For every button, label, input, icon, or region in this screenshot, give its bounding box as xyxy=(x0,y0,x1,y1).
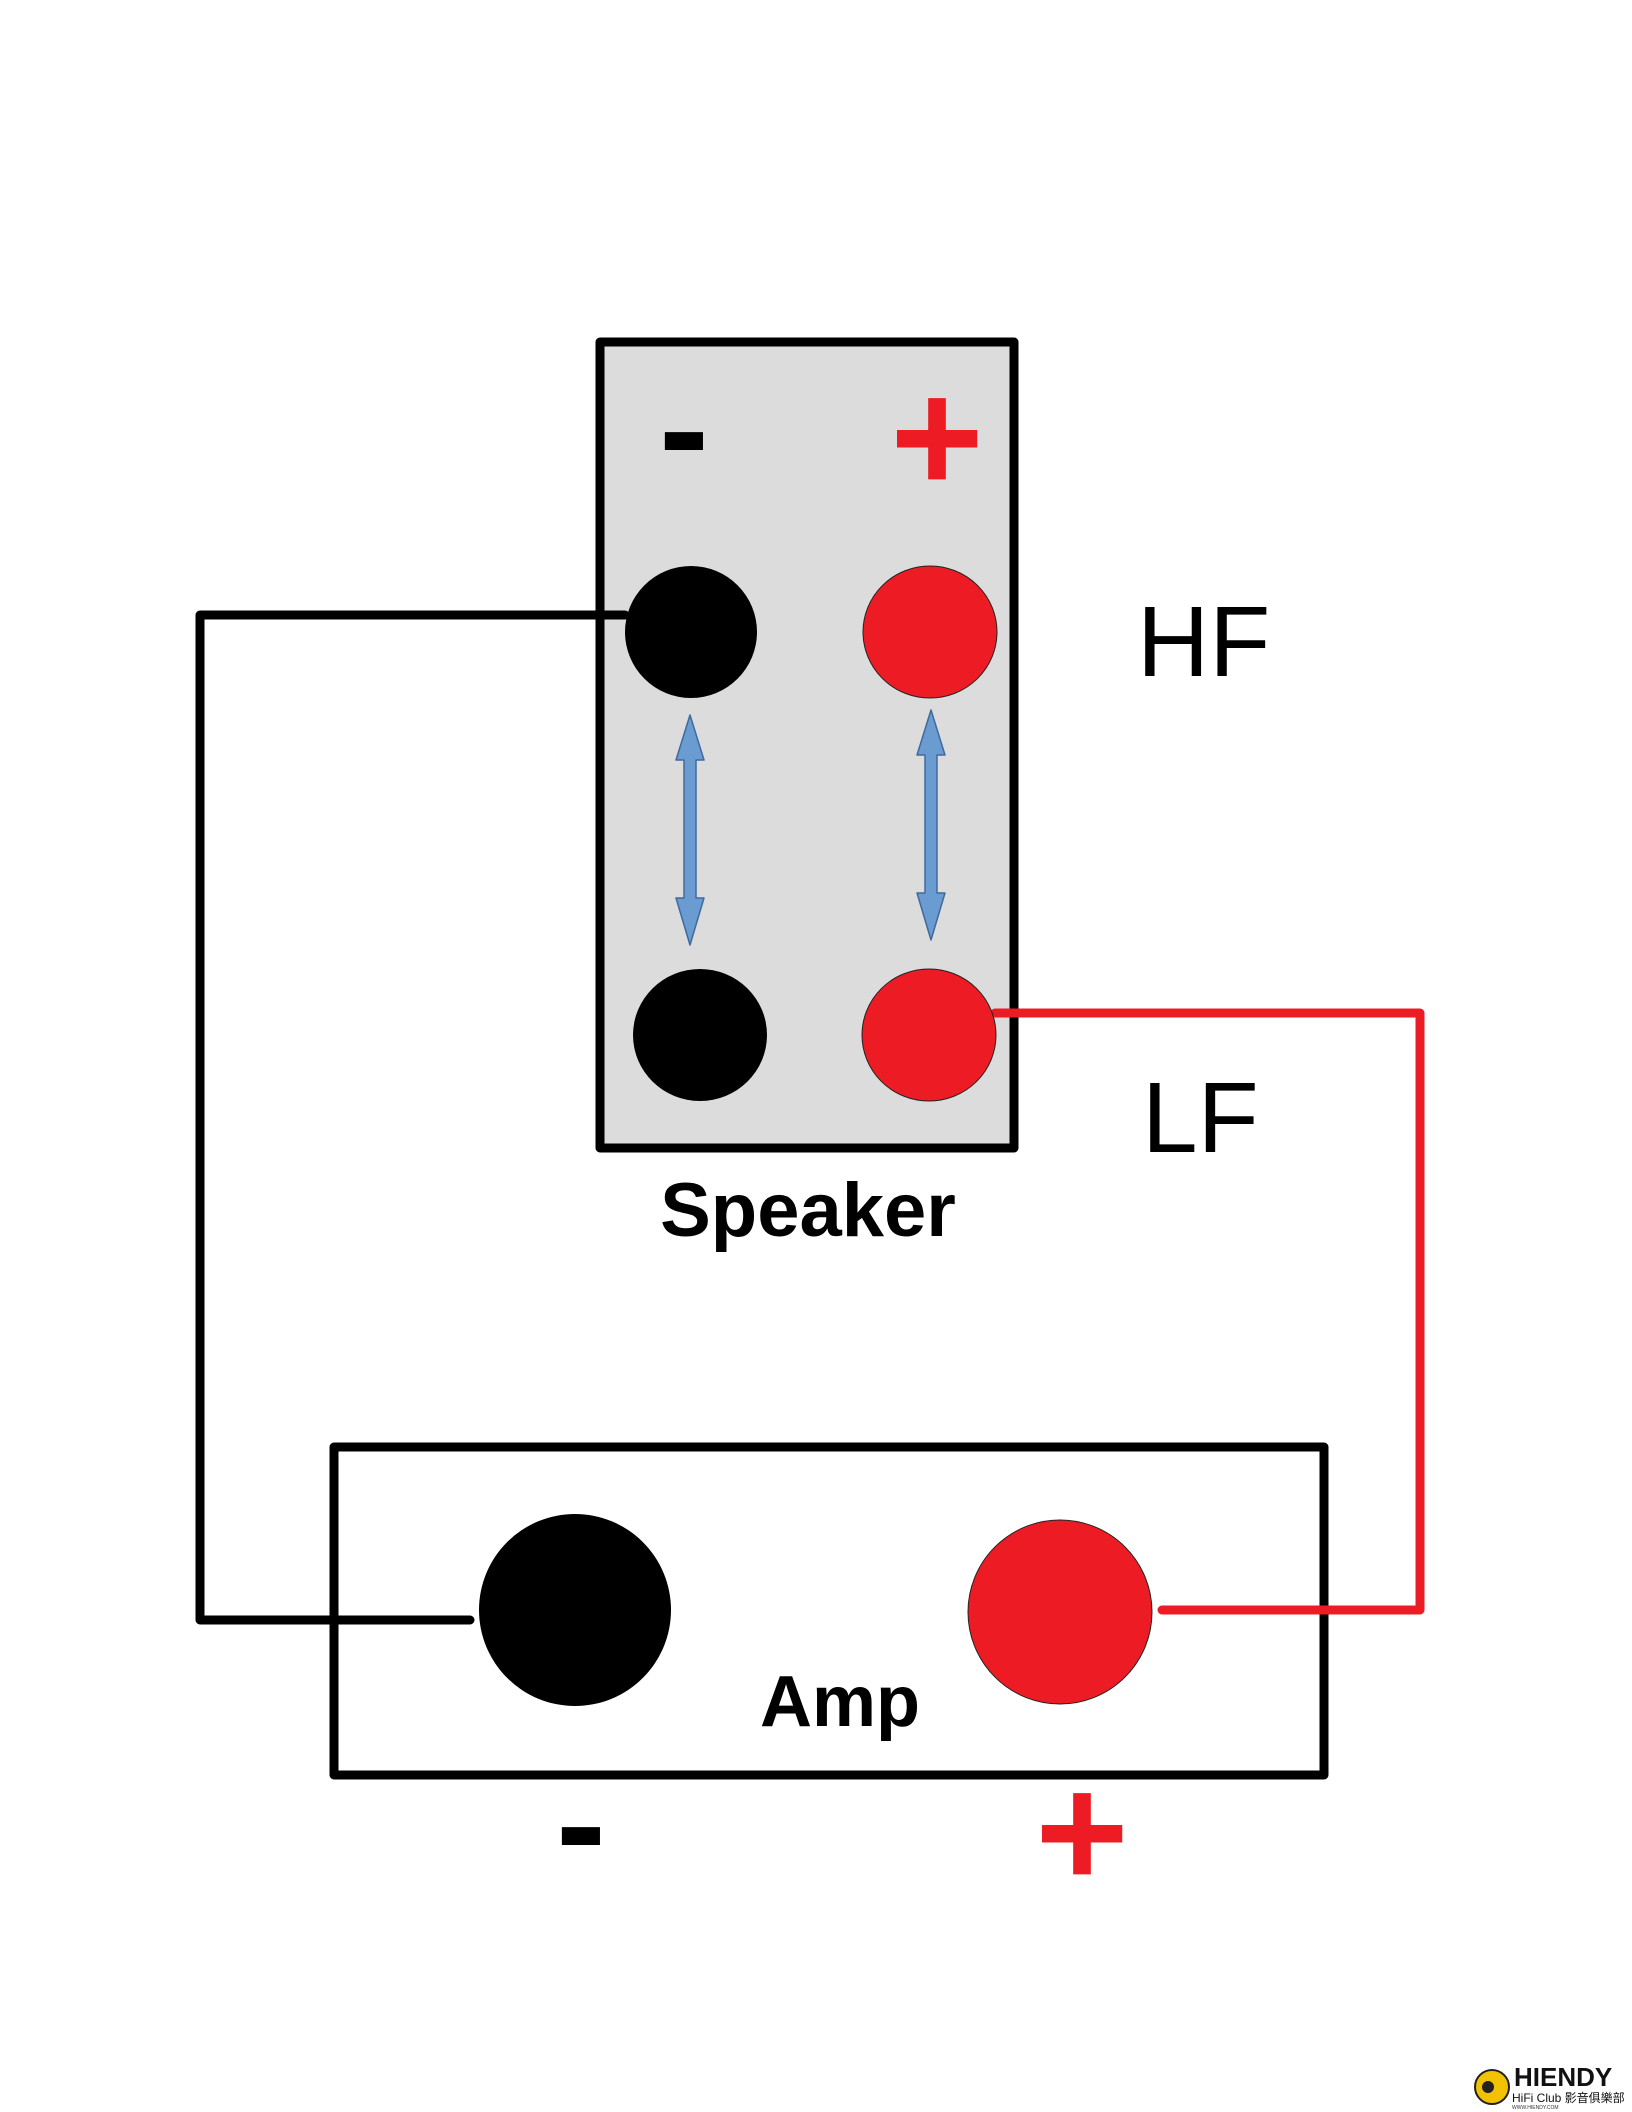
hf-label: HF xyxy=(1137,586,1270,698)
hiendy-logo: HIENDY HiFi Club 影音俱樂部 WWW.HIENDY.COM xyxy=(1474,2062,1625,2111)
speaker-label: Speaker xyxy=(660,1168,956,1253)
speaker-lf-negative-terminal xyxy=(633,969,767,1101)
logo-url: WWW.HIENDY.COM xyxy=(1512,2105,1559,2111)
positive-link-arrow xyxy=(916,709,946,941)
negative-wire xyxy=(195,610,630,1625)
speaker-hf-positive-terminal xyxy=(862,565,998,699)
amp-positive-terminal xyxy=(967,1519,1153,1705)
lf-label: LF xyxy=(1142,1062,1259,1174)
speaker-minus-sign: - xyxy=(659,344,709,512)
amp-negative-terminal xyxy=(479,1514,671,1706)
speaker-plus-sign: + xyxy=(890,347,983,526)
speaker-hf-negative-terminal xyxy=(625,566,757,698)
negative-link-arrow xyxy=(675,714,705,946)
amp-plus-sign: + xyxy=(1035,1742,1128,1921)
logo-name: HIENDY xyxy=(1514,2062,1612,2092)
amp-minus-sign: - xyxy=(556,1739,606,1907)
amp-label: Amp xyxy=(760,1662,920,1742)
speaker-lf-positive-terminal xyxy=(861,968,997,1102)
logo-subtitle: HiFi Club 影音俱樂部 xyxy=(1512,2090,1625,2105)
positive-wire xyxy=(990,1008,1425,1615)
